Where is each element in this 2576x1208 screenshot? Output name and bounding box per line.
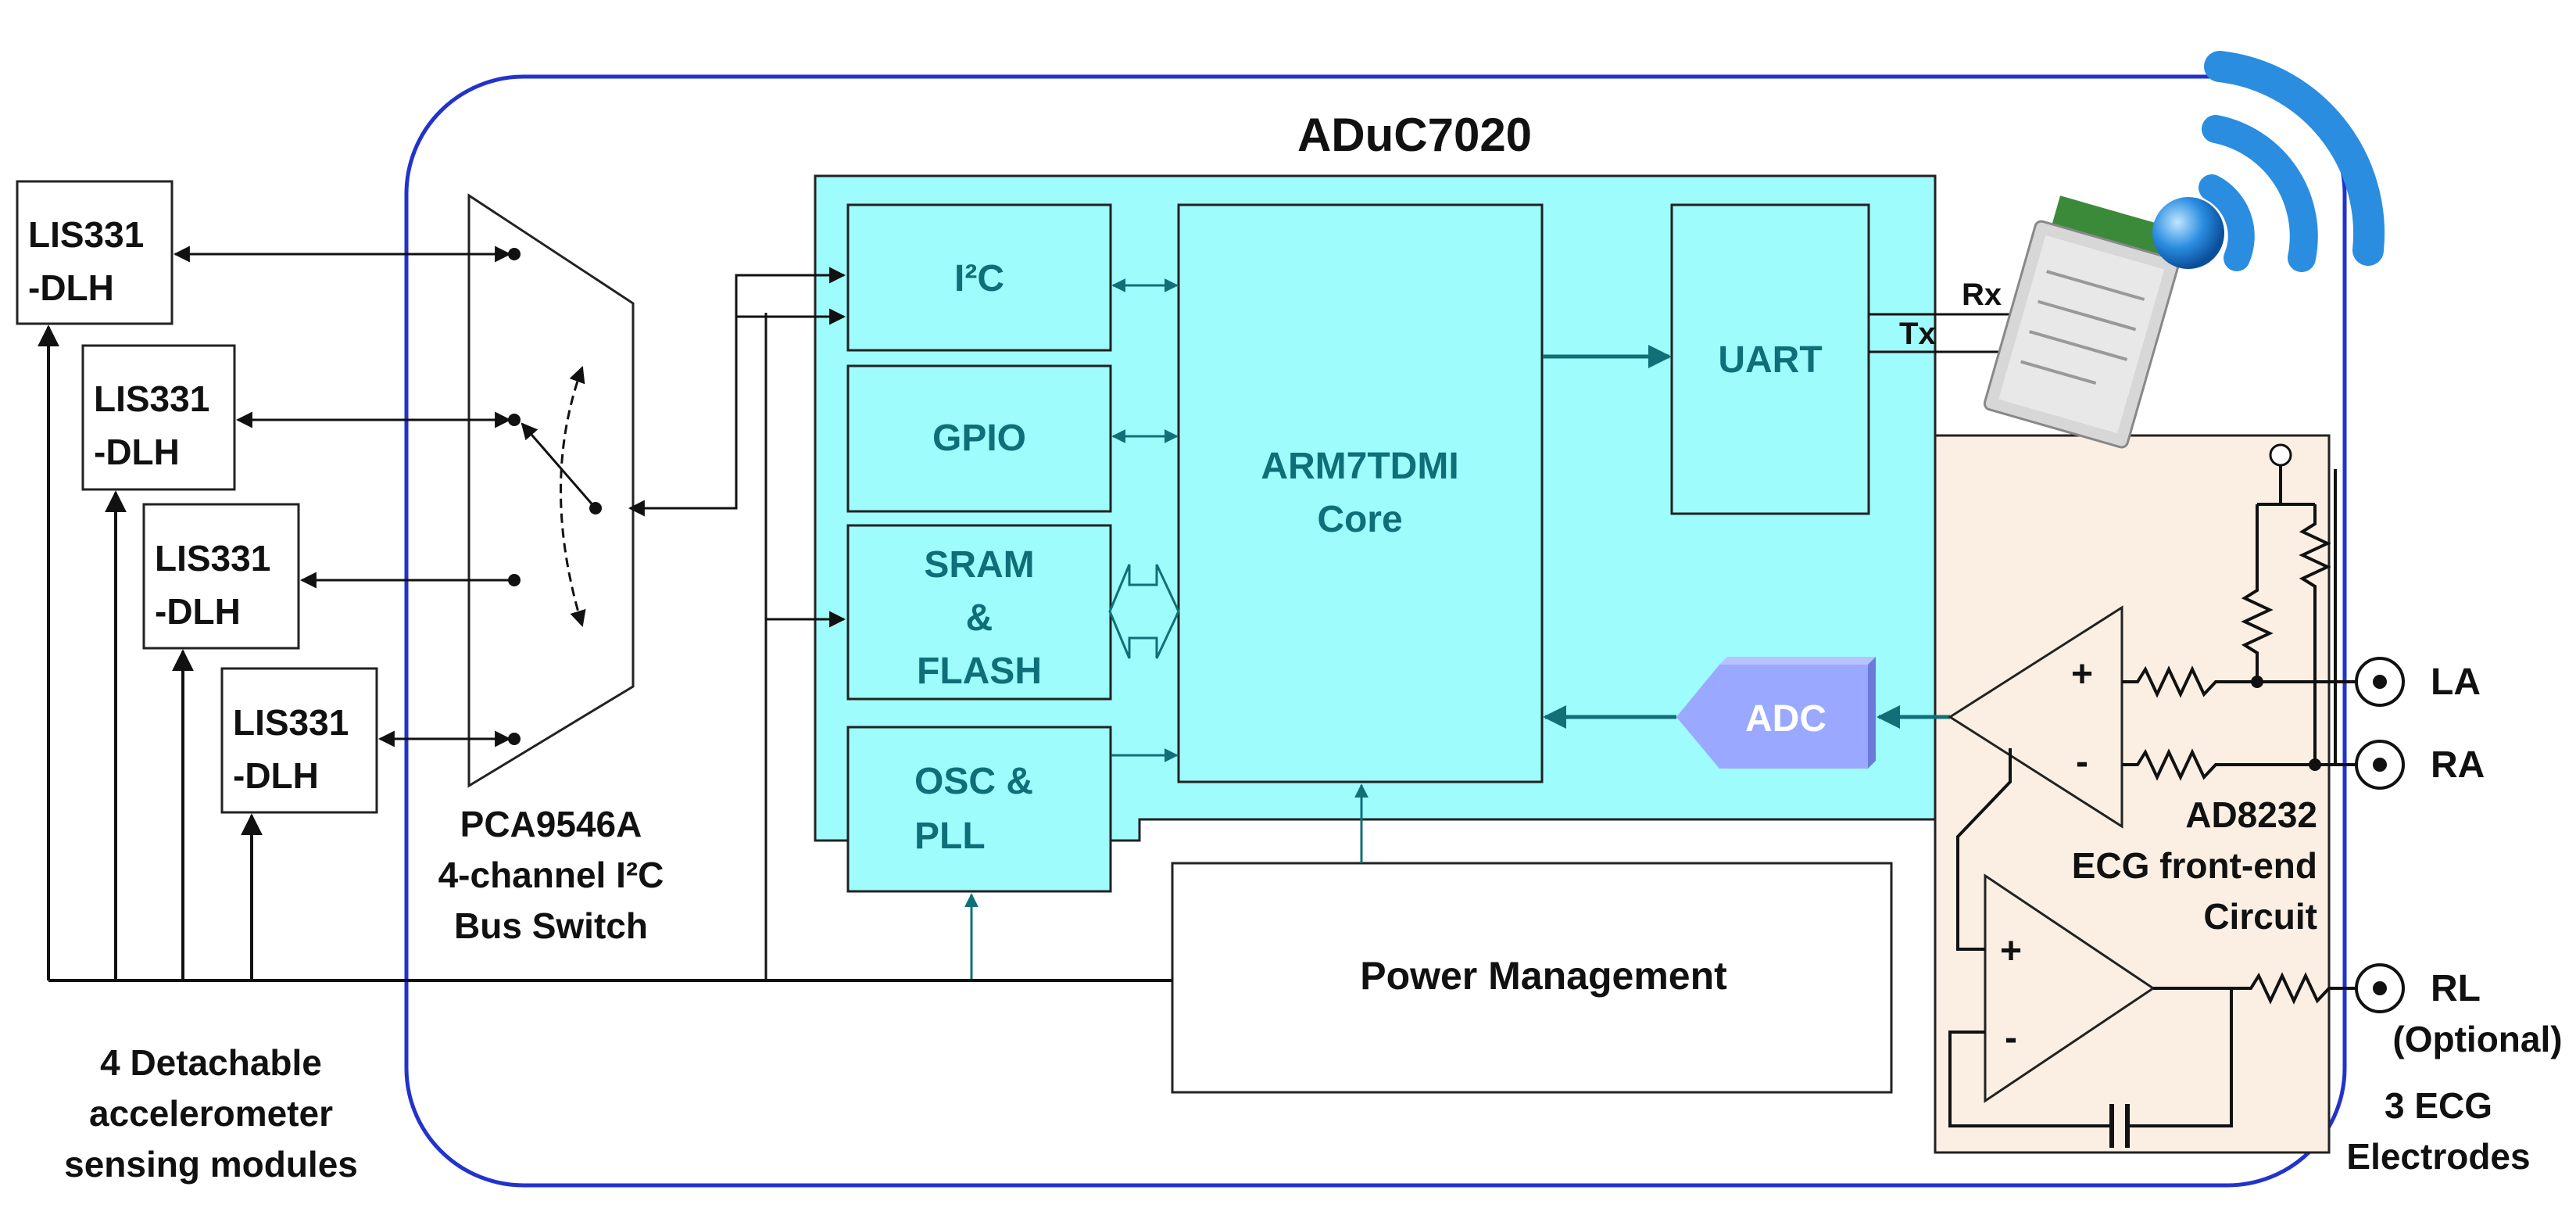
sensor-2-line1: LIS331 [94,378,209,419]
core-label-line2: Core [1317,499,1402,540]
bias-terminal [2269,443,2292,467]
mux-ch1-dot [508,248,521,260]
adc-block-top [1719,657,1876,665]
sensors-caption-1: 4 Detachable [100,1042,322,1083]
bus-switch-caption-3: Bus Switch [454,905,648,946]
sensor-1-line2: -DLH [28,267,114,308]
rld-minus: - [2005,1017,2017,1059]
electrode-rl-note: (Optional) [2392,1019,2562,1059]
uart-label: UART [1718,339,1822,381]
bias-resistor-la [2241,504,2274,682]
sensors-caption-3: sensing modules [64,1144,358,1185]
osc-label: OSC & [914,761,1033,802]
sensor-3-line1: LIS331 [155,538,270,579]
core-label-line1: ARM7TDMI [1261,446,1458,487]
sram-amp-label: & [966,597,993,639]
electrode-ra-center [2373,758,2387,772]
sensor-module-3 [142,503,300,650]
ecg-caption-2: ECG front-end [2072,845,2317,886]
sensor-4-line2: -DLH [233,755,319,796]
rld-amp [1984,873,2156,1103]
bus-switch-mux [467,193,635,788]
bias-resistor-ra [2299,504,2331,765]
sensor-2-line2: -DLH [94,432,180,472]
amp-to-rld-feedback [1956,748,2012,951]
wireless-module [1983,195,2180,449]
sensor-module-2 [81,344,236,491]
amp-minus: - [2076,741,2088,783]
amp-plus: + [2071,654,2093,695]
sram-flash-block [846,524,1112,701]
mux-ch4-dot [508,733,521,745]
ecg-caption-3: Circuit [2203,896,2317,937]
rld-output-resistor [2153,972,2356,1005]
rx-label: Rx [1962,278,2002,312]
electrode-la-center [2373,675,2387,689]
electrodes-caption-2: Electrodes [2346,1136,2530,1177]
mux-ch2-dot [508,414,521,426]
adc-block [1676,665,1868,769]
sensor-4-line1: LIS331 [233,702,349,743]
junction-ra [2309,758,2321,771]
wifi-icon [2152,51,2385,272]
adc-label: ADC [1745,698,1826,740]
mux-select-arc [560,366,586,628]
mux-ch3-dot [508,574,521,586]
sensor-module-4 [220,667,378,814]
i2c-block [846,203,1112,352]
pll-label: PLL [914,815,986,857]
tx-label: Tx [1899,317,1936,351]
ecg-caption-1: AD8232 [2185,794,2317,835]
sram-label: SRAM [924,544,1034,586]
gpio-label: GPIO [932,418,1026,459]
electrodes-caption-1: 3 ECG [2385,1085,2492,1126]
junction-la [2251,676,2263,688]
electrode-la-label: LA [2431,661,2481,703]
power-management-block [1171,862,1893,1094]
adc-block-side [1868,657,1876,769]
bus-switch-caption-1: PCA9546A [460,804,642,844]
rld-plus: + [2000,930,2022,972]
rld-cap-feedback [2127,988,2233,1127]
electrode-rl-label: RL [2431,968,2481,1009]
sensor-module-1 [16,180,174,325]
electrode-ra-label: RA [2431,744,2485,786]
power-management-label: Power Management [1360,954,1727,998]
bus-switch-caption-2: 4-channel I²C [438,855,664,895]
board-outline [404,74,2347,1188]
mux-to-mcu-i2c [628,267,846,517]
flash-label: FLASH [917,651,1042,692]
gpio-block [846,364,1112,513]
la-input-resistor [2122,665,2368,698]
i2c-label: I²C [954,258,1004,299]
rld-minus-feedback [1948,1031,2112,1127]
uart-block [1670,203,1870,515]
instrumentation-amp [1948,605,2123,829]
sensor-3-line2: -DLH [155,591,241,632]
mcu-title: ADuC7020 [1297,109,1532,161]
sensors-caption-2: accelerometer [89,1093,333,1134]
sensor-1-line1: LIS331 [28,214,144,255]
ra-input-resistor [2122,748,2368,781]
sram-core-bus-arrow [1108,564,1180,659]
electrode-rl-center [2373,981,2387,995]
osc-pll-block [846,726,1112,893]
arm-core-block [1177,203,1544,783]
